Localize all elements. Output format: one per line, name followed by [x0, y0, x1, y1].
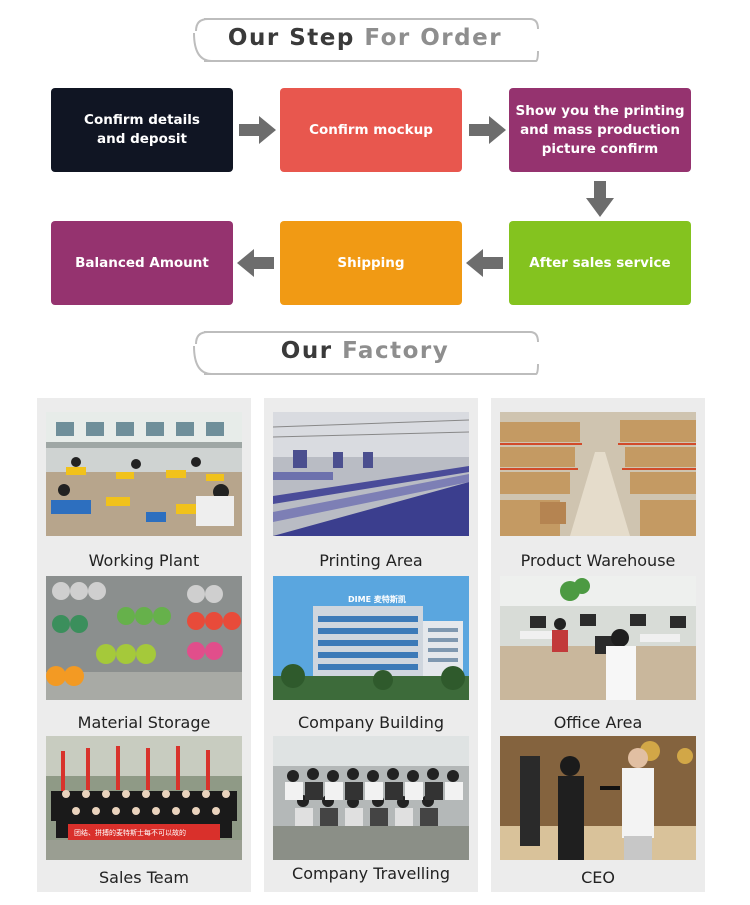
arrow-right-icon — [239, 116, 276, 144]
step-balanced-amount: Balanced Amount — [51, 221, 233, 305]
material-storage-photo — [46, 576, 242, 700]
printing-area-photo — [273, 412, 469, 536]
company-building-photo: DIME 麦特斯凯 — [273, 576, 469, 700]
caption-working-plant: Working Plant — [88, 551, 200, 570]
building-sign-text: DIME 麦特斯凯 — [348, 594, 406, 604]
ceo-photo — [500, 736, 696, 860]
working-plant-photo — [46, 412, 242, 536]
factory-banner: Our Factory — [190, 330, 540, 376]
steps-banner: Our Step For Order — [190, 17, 540, 63]
step-shipping: Shipping — [280, 221, 462, 305]
company-travelling-photo — [273, 736, 469, 860]
arrow-right-icon — [469, 116, 506, 144]
caption-office-area: Office Area — [553, 713, 643, 732]
factory-banner-title: Our — [280, 338, 343, 364]
product-warehouse-photo — [500, 412, 696, 536]
arrow-down-icon — [586, 181, 614, 217]
arrow-left-icon — [466, 249, 503, 277]
caption-printing-area: Printing Area — [319, 551, 423, 570]
sales-team-photo: 团结、拼搏的麦特斯士每不可以故的 — [46, 736, 242, 860]
caption-company-travelling: Company Travelling — [292, 864, 450, 883]
step-after-sales: After sales service — [509, 221, 691, 305]
caption-sales-team: Sales Team — [99, 868, 189, 887]
caption-product-warehouse: Product Warehouse — [520, 551, 676, 570]
step-confirm-details: Confirm details and deposit — [51, 88, 233, 172]
factory-banner-subtitle: Factory — [342, 338, 450, 364]
caption-company-building: Company Building — [297, 713, 445, 732]
step-confirm-mockup: Confirm mockup — [280, 88, 462, 172]
step-production-picture: Show you the printing and mass productio… — [509, 88, 691, 172]
team-banner-text: 团结、拼搏的麦特斯士每不可以故的 — [74, 828, 186, 837]
arrow-left-icon — [237, 249, 274, 277]
steps-banner-title: Our Step — [227, 25, 365, 51]
steps-banner-subtitle: For Order — [364, 25, 503, 51]
caption-ceo: CEO — [581, 868, 615, 887]
office-area-photo — [500, 576, 696, 700]
caption-material-storage: Material Storage — [77, 713, 211, 732]
